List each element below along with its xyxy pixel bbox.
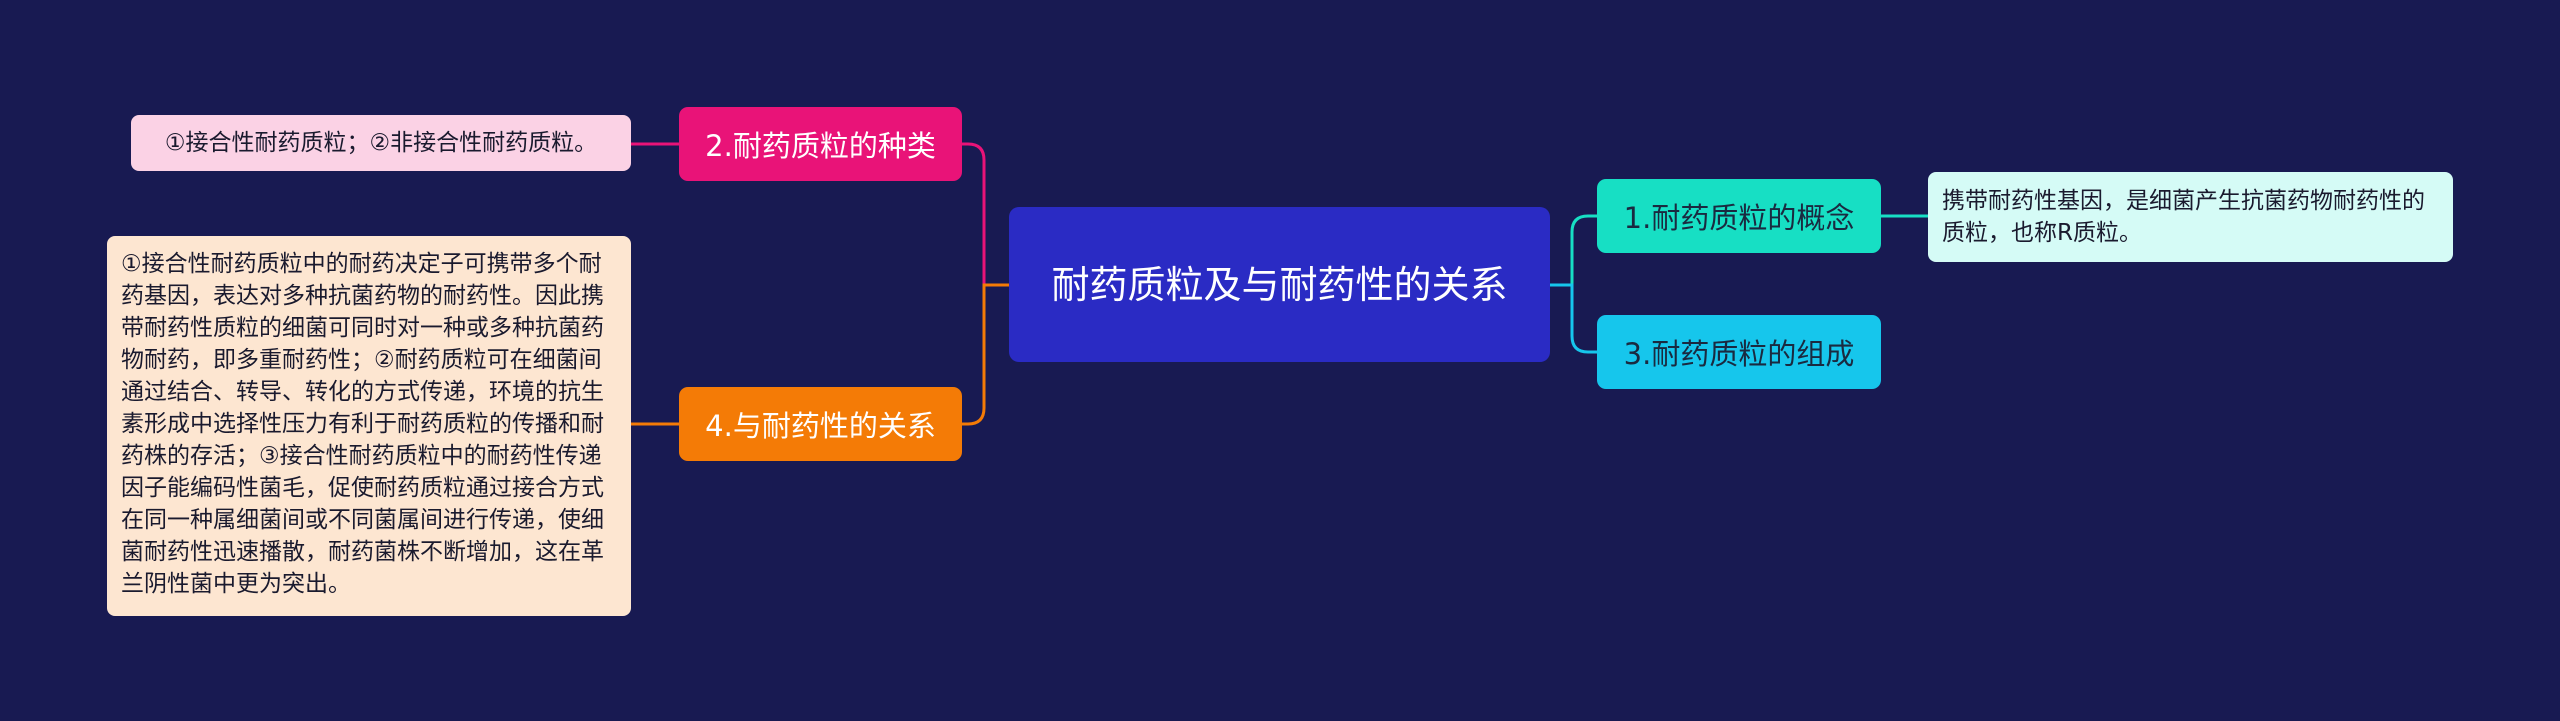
branch-composition[interactable]: 3.耐药质粒的组成 [1597, 315, 1881, 389]
link-root-relation [962, 283, 1009, 426]
leaf-concept-detail[interactable]: 携带耐药性基因，是细菌产生抗菌药物耐药性的质粒，也称R质粒。 [1928, 172, 2453, 262]
link-root-concept [1550, 214, 1597, 287]
branch-types[interactable]: 2.耐药质粒的种类 [679, 107, 962, 181]
branch-relation[interactable]: 4.与耐药性的关系 [679, 387, 962, 461]
leaf-types-detail[interactable]: ①接合性耐药质粒；②非接合性耐药质粒。 [131, 115, 631, 171]
leaf-relation-detail[interactable]: ①接合性耐药质粒中的耐药决定子可携带多个耐药基因，表达对多种抗菌药物的耐药性。因… [107, 236, 631, 616]
link-root-types [962, 142, 1009, 287]
branch-concept[interactable]: 1.耐药质粒的概念 [1597, 179, 1881, 253]
root-topic[interactable]: 耐药质粒及与耐药性的关系 [1009, 207, 1550, 362]
link-root-composition [1550, 283, 1597, 354]
